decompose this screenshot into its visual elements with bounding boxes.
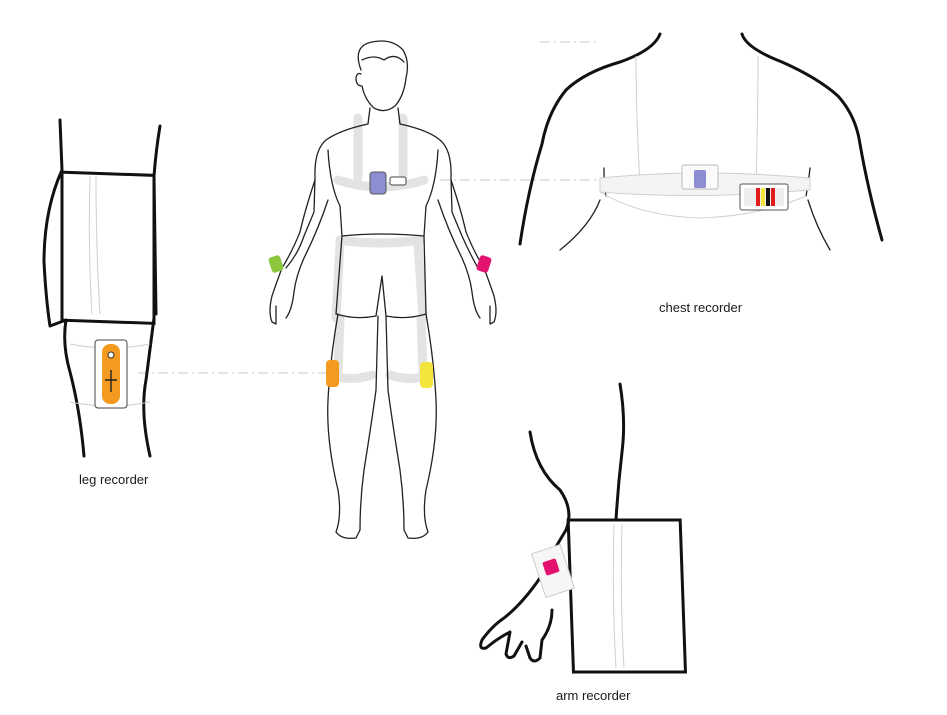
- torso-outline: [285, 107, 479, 269]
- thigh-outline: [42, 118, 86, 458]
- arm-recorder-device: [542, 558, 560, 576]
- right-arm: [437, 179, 497, 325]
- arm-recorder-label: arm recorder: [556, 688, 631, 703]
- left-wrist-device: [268, 255, 284, 273]
- body-figure: [268, 40, 497, 540]
- arm-recorder-illustration: [479, 382, 688, 674]
- chest-recorder-small: [389, 176, 407, 186]
- arm-outline: [479, 430, 571, 660]
- leg-recorder-illustration: [42, 118, 162, 458]
- chest-device: [369, 171, 387, 195]
- shorts-leg: [60, 170, 156, 325]
- head: [355, 40, 409, 112]
- chest-recorder-label: chest recorder: [659, 300, 743, 315]
- right-leg: [385, 313, 437, 540]
- left-leg: [327, 313, 379, 540]
- leader-lines: [138, 41, 600, 374]
- leg-recorder-label: leg recorder: [79, 472, 149, 487]
- chest-recorder-illustration: [518, 32, 884, 251]
- left-thigh-device: [326, 360, 339, 387]
- shorts: [335, 235, 427, 319]
- harness-straps: [327, 113, 435, 383]
- chest-device-large: [694, 170, 706, 188]
- right-wrist-device: [476, 255, 492, 273]
- left-arm: [269, 179, 329, 325]
- right-thigh-device: [420, 362, 433, 388]
- torso-chest-outline: [518, 32, 662, 246]
- shorts-arm: [566, 518, 688, 674]
